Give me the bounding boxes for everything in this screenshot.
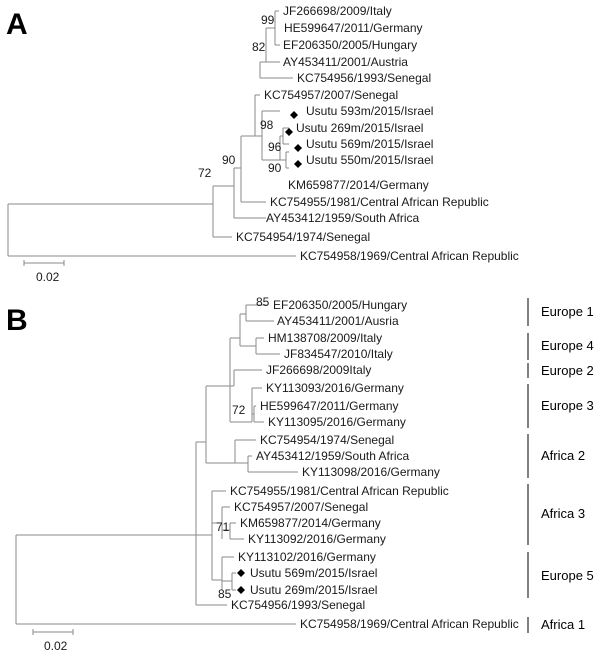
panel-b-scale-bar: 0.02 [32,629,74,653]
taxon-label: HM138708/2009/Italy [268,331,382,345]
bootstrap-value: 85 [256,295,270,309]
panel-b-letter: B [6,304,28,337]
panel-b: B [6,295,594,653]
taxon-label: KC754954/1974/Senegal [260,433,394,447]
scale-label: 0.02 [36,270,60,284]
taxon-label: KC754955/1981/Central African Republic [270,195,489,209]
panel-b-branches [15,304,298,625]
taxon-label: AY453412/1959/South Africa [266,211,420,225]
panel-b-group-brackets: Europe 1 Europe 4 Europe 2 Europe 3 Afri… [527,298,594,633]
bootstrap-value: 90 [222,153,236,167]
taxon-label: AY453411/2001/Austria [283,55,408,69]
group-label: Europe 1 [541,304,594,319]
panel-b-bootstrap: 85 72 71 85 [216,295,270,601]
bootstrap-value: 90 [268,161,282,175]
panel-b-markers [237,569,245,594]
panel-a-letter: A [6,8,28,41]
taxon-label: KY113092/2016/Germany [248,532,386,546]
taxon-label: KC754958/1969/Central African Republic [300,249,519,263]
taxon-label: KC754958/1969/Central African Republic [300,617,519,631]
taxon-label: KM659877/2014/Germany [288,178,429,192]
taxon-label: HE599647/2011/Germany [284,21,423,35]
bootstrap-value: 72 [232,403,246,417]
bootstrap-value: 82 [252,40,266,54]
taxon-label: KC754956/1993/Senegal [231,598,365,612]
group-label: Africa 2 [541,448,585,463]
taxon-label: KC754957/2007/Senegal [264,88,398,102]
taxon-label: Usutu 593m/2015/Israel [306,104,433,118]
bootstrap-value: 99 [261,13,275,27]
taxon-label: KY113102/2016/Germany [238,550,376,564]
taxon-label: Usutu 269m/2015/Israel [250,583,377,597]
bootstrap-value: 72 [198,166,212,180]
taxon-label: Usutu 269m/2015/Israel [296,121,423,135]
israel-isolate-marker [294,160,302,168]
taxon-label: AY453412/1959/South Africa [256,449,410,463]
israel-isolate-marker [285,128,293,136]
bootstrap-value: 71 [216,520,230,534]
taxon-label: Usutu 569m/2015/Israel [306,137,433,151]
taxon-label: KY113095/2016/Germany [268,415,406,429]
panel-a-scale-bar: 0.02 [23,260,65,284]
bootstrap-value: 85 [218,587,232,601]
taxon-label: KM659877/2014/Germany [240,516,381,530]
taxon-label: JF266698/2009/Italy [283,4,392,18]
group-label: Africa 3 [541,506,585,521]
group-label: Europe 5 [541,568,594,583]
group-label: Europe 2 [541,363,594,378]
israel-isolate-marker [290,111,298,119]
bootstrap-value: 98 [260,118,274,132]
taxon-label: AY453411/2001/Ausria [277,314,399,328]
taxon-label: Usutu 550m/2015/Israel [306,153,433,167]
taxon-label: KY113098/2016/Germany [302,465,440,479]
panel-a-taxa: JF266698/2009/Italy HE599647/2011/German… [236,4,519,263]
panel-b-taxa: EF206350/2005/Hungary AY453411/2001/Ausr… [230,298,519,631]
taxon-label: EF206350/2005/Hungary [273,298,407,312]
israel-isolate-marker [237,586,245,594]
taxon-label: HE599647/2011/Germany [260,399,399,413]
taxon-label: KY113093/2016/Germany [266,381,404,395]
bootstrap-value: 96 [268,140,282,154]
taxon-label: EF206350/2005/Hungary [283,38,417,52]
taxon-label: KC754956/1993/Senegal [297,71,431,85]
taxon-label: KC754955/1981/Central African Republic [230,484,449,498]
taxon-label: JF266698/2009Italy [266,363,371,377]
panel-a-bootstrap: 99 82 98 96 90 90 72 [198,13,282,180]
group-label: Europe 4 [541,338,594,353]
panel-a-branches [7,10,296,257]
israel-isolate-marker [294,144,302,152]
panel-a-markers [285,111,302,168]
taxon-label: KC754957/2007/Senegal [234,500,368,514]
scale-label: 0.02 [44,639,68,653]
group-label: Europe 3 [541,398,594,413]
group-label: Africa 1 [541,617,585,632]
israel-isolate-marker [237,569,245,577]
taxon-label: JF834547/2010/Italy [284,347,393,361]
taxon-label: Usutu 569m/2015/Israel [250,566,377,580]
taxon-label: KC754954/1974/Senegal [236,230,370,244]
panel-a: A [6,4,519,284]
